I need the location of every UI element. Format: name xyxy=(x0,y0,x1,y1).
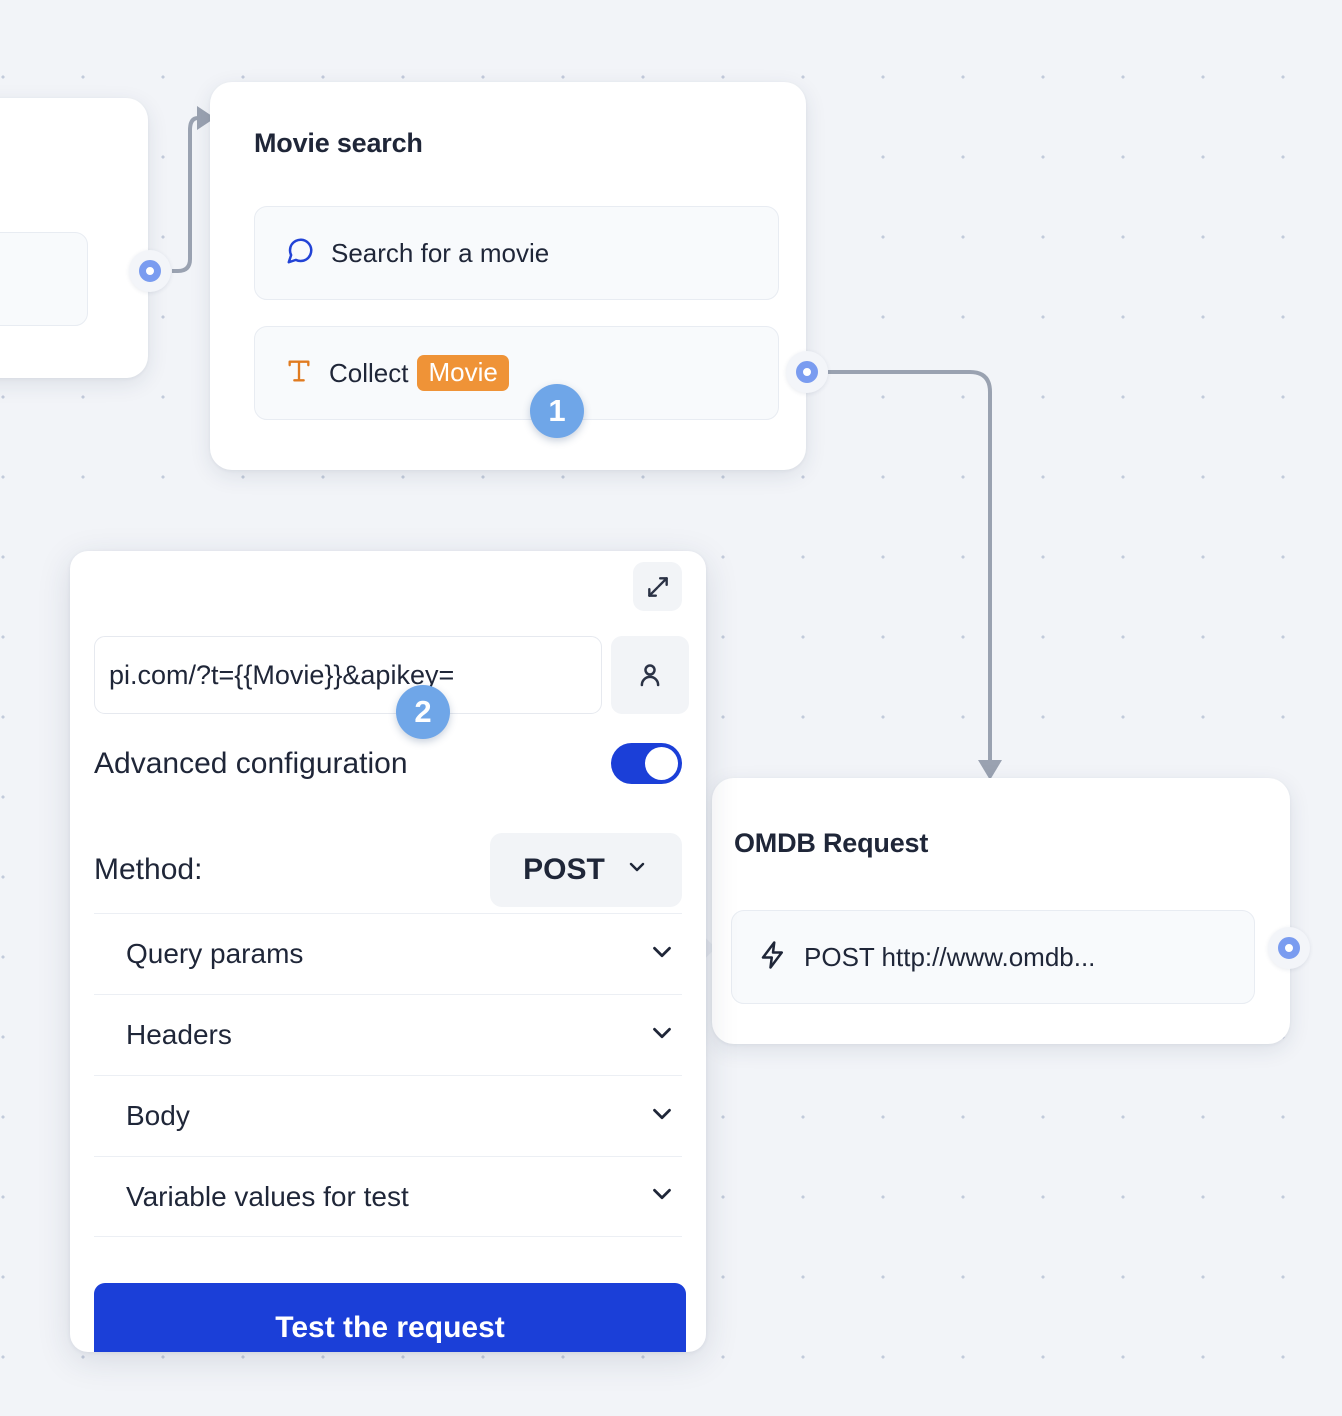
request-config-panel[interactable]: Advanced configuration Method: POST Quer… xyxy=(70,551,706,1352)
variable-chip-movie[interactable]: Movie xyxy=(417,355,509,391)
advanced-configuration-toggle[interactable] xyxy=(611,743,682,784)
method-dropdown[interactable]: POST xyxy=(490,833,682,907)
node-row-label-search: Search for a movie xyxy=(331,237,550,268)
accordion-list: Query params Headers Body Variable value… xyxy=(94,913,682,1237)
node-row-post-request[interactable]: POST http://www.omdb... xyxy=(731,910,1255,1004)
method-label: Method: xyxy=(94,853,203,886)
collect-text: Collect xyxy=(329,357,409,388)
chevron-down-icon xyxy=(647,1099,677,1134)
step-badge-1: 1 xyxy=(530,384,584,438)
accordion-headers[interactable]: Headers xyxy=(94,994,682,1075)
accordion-query-params[interactable]: Query params xyxy=(94,913,682,994)
toggle-knob xyxy=(645,747,678,780)
accordion-label: Query params xyxy=(126,938,304,969)
step-badge-2: 2 xyxy=(396,685,450,739)
node-card-movie-search[interactable]: Movie search Search for a movie Collect … xyxy=(210,82,806,470)
method-value: POST xyxy=(523,853,605,886)
node-row-search-for-a-movie[interactable]: Search for a movie xyxy=(254,206,779,300)
connector-handle-omdb-output[interactable] xyxy=(1268,927,1310,969)
chevron-down-icon xyxy=(647,1179,677,1214)
accordion-body[interactable]: Body xyxy=(94,1075,682,1156)
node-row-label-post: POST http://www.omdb... xyxy=(804,941,1096,972)
node-row-collect-movie[interactable]: Collect Movie xyxy=(254,326,779,420)
accordion-label: Headers xyxy=(126,1019,232,1050)
node-title-movie-search: Movie search xyxy=(254,128,423,158)
node-card-omdb-request[interactable]: OMDB Request POST http://www.omdb... xyxy=(712,778,1290,1044)
node-row-partial[interactable] xyxy=(0,232,88,326)
accordion-label: Variable values for test xyxy=(126,1180,409,1212)
accordion-label: Body xyxy=(126,1100,190,1131)
message-bubble-icon xyxy=(285,236,315,271)
chevron-down-icon xyxy=(625,853,649,887)
url-row xyxy=(94,636,689,714)
request-url-input[interactable] xyxy=(94,636,602,714)
chevron-down-icon xyxy=(647,937,677,972)
advanced-configuration-label: Advanced configuration xyxy=(94,746,408,780)
advanced-configuration-row: Advanced configuration xyxy=(94,743,682,784)
method-row: Method: POST xyxy=(94,833,682,907)
lightning-bolt-icon xyxy=(758,940,788,975)
node-card-partial-left[interactable] xyxy=(0,98,148,378)
chevron-down-icon xyxy=(647,1018,677,1053)
accordion-variable-values-for-test[interactable]: Variable values for test xyxy=(94,1156,682,1237)
text-T-icon xyxy=(285,357,313,390)
test-the-request-button[interactable]: Test the request xyxy=(94,1283,686,1352)
node-row-label-collect: Collect Movie xyxy=(329,355,509,391)
expand-icon[interactable] xyxy=(633,562,682,611)
connector-handle-partial-output[interactable] xyxy=(129,250,171,292)
person-icon[interactable] xyxy=(611,636,689,714)
connector-handle-movie-search-output[interactable] xyxy=(786,351,828,393)
node-title-omdb-request: OMDB Request xyxy=(734,828,929,858)
